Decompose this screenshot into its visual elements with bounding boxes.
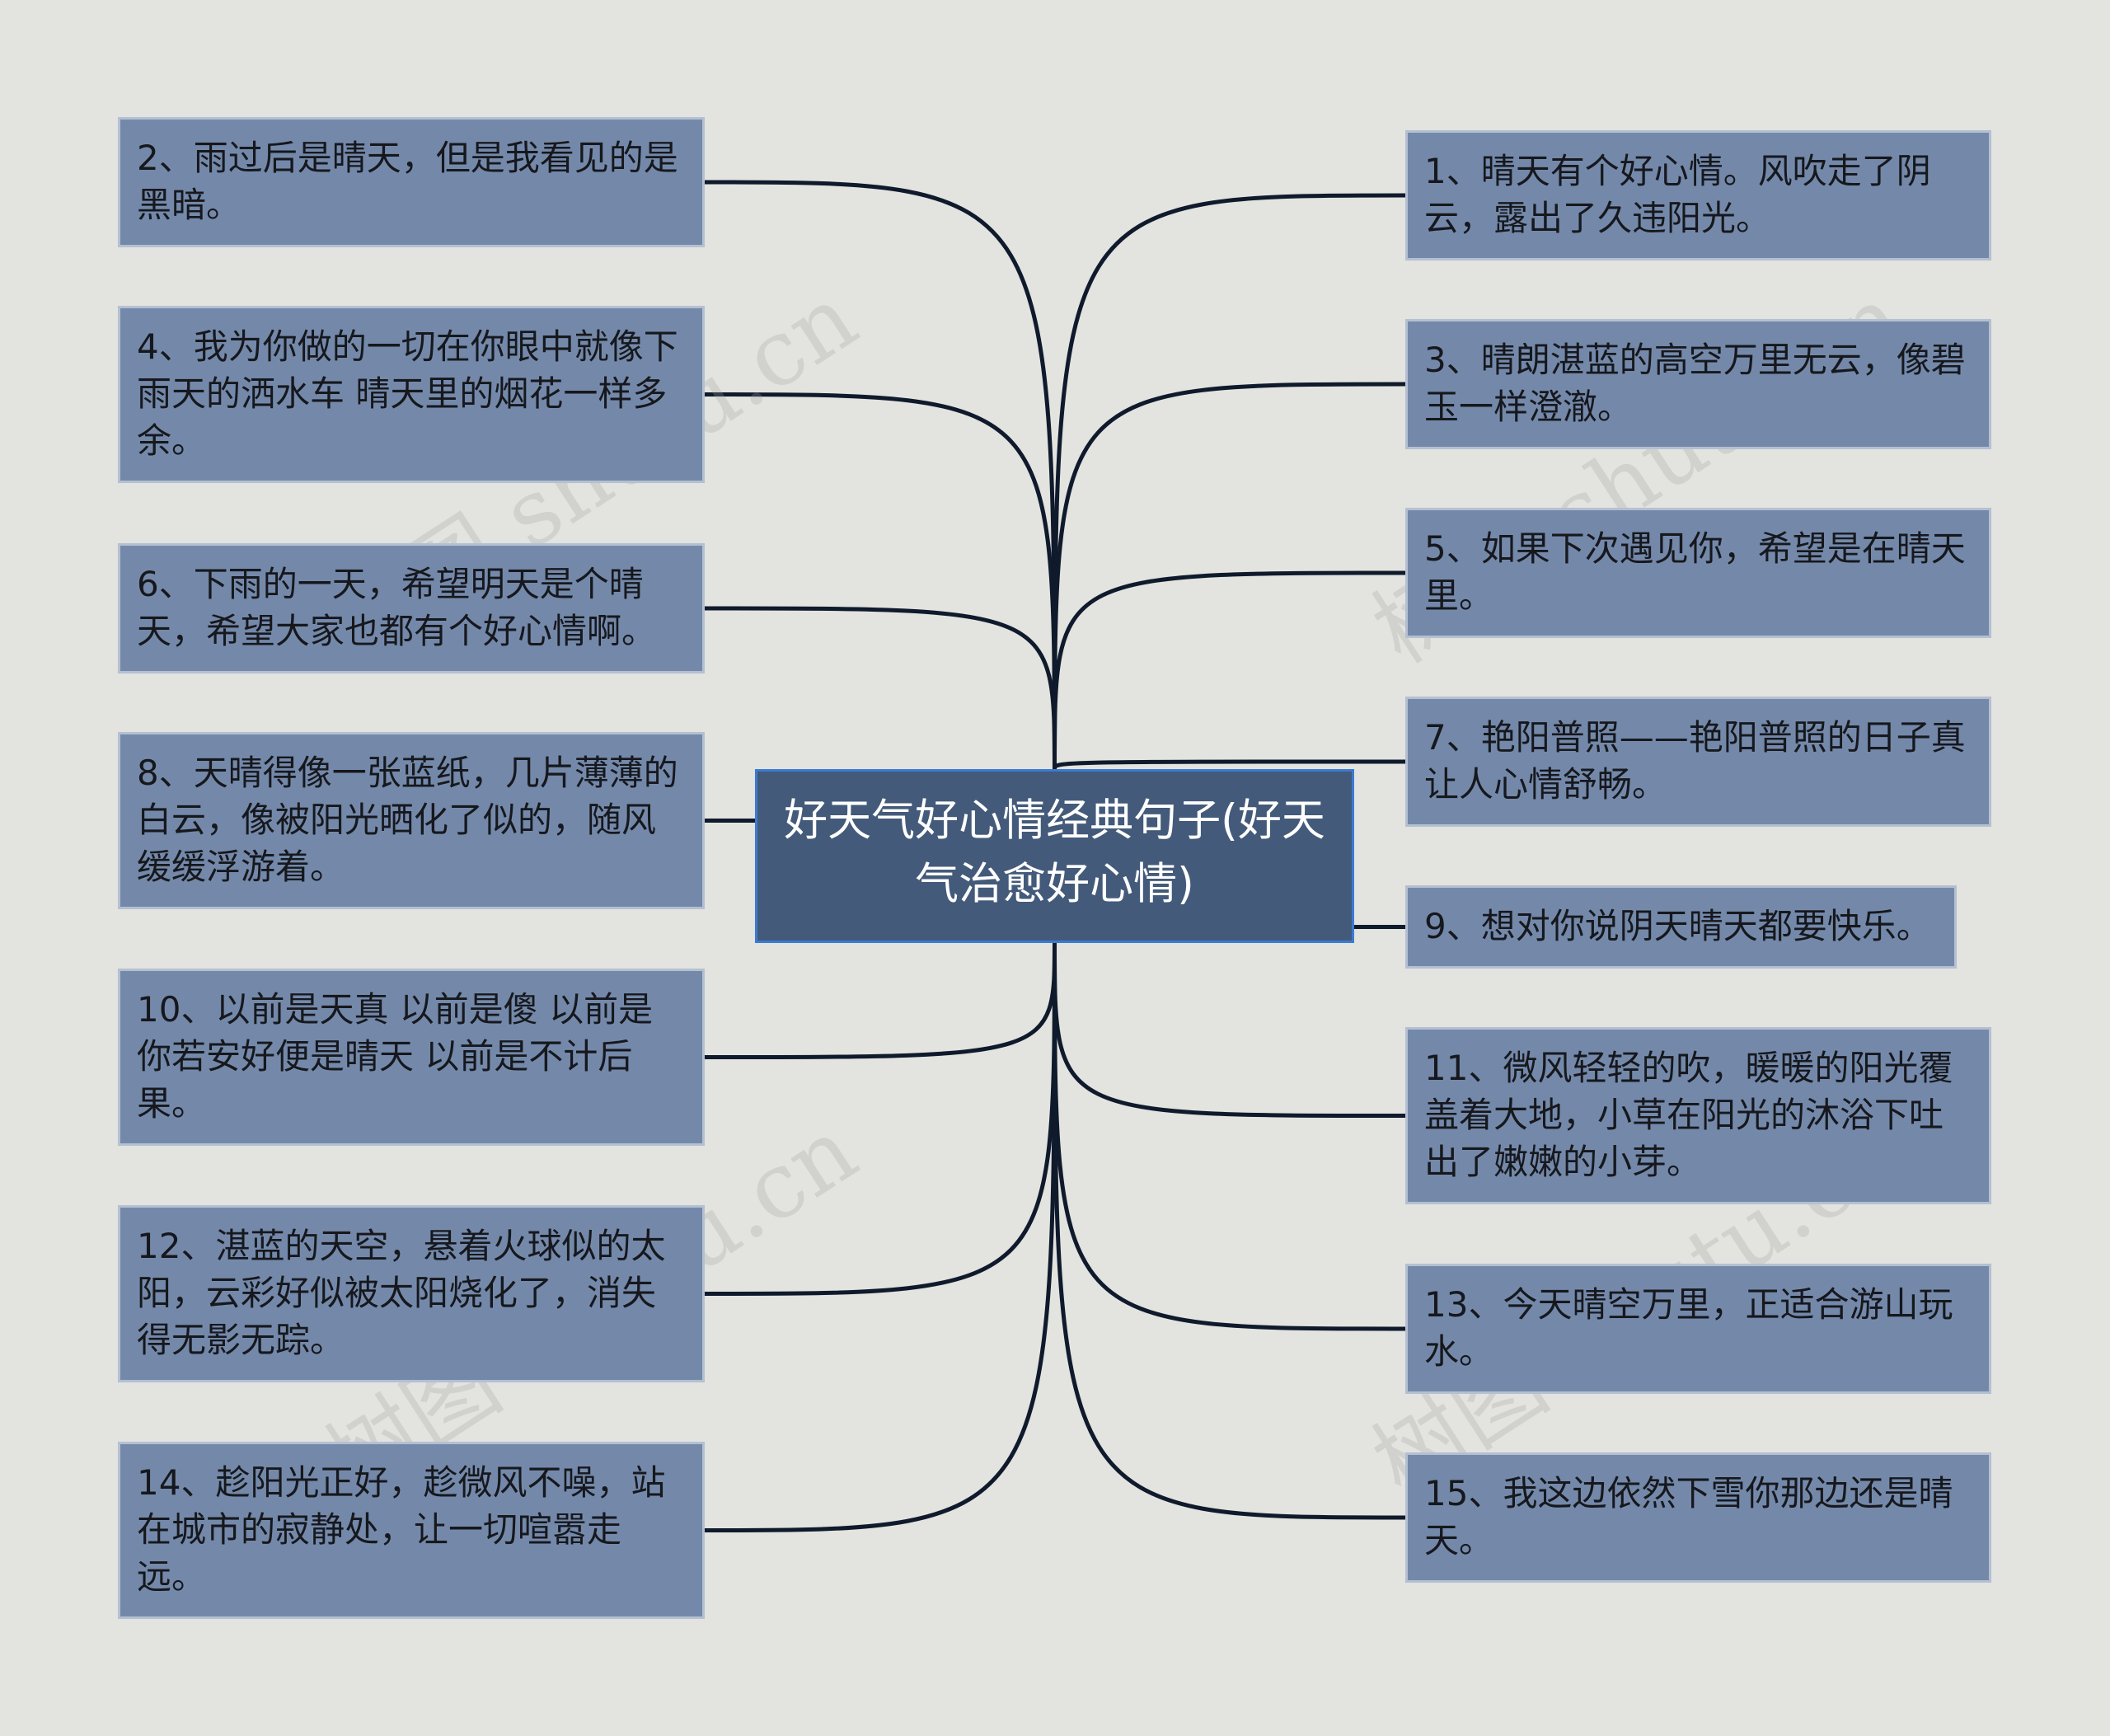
- connector-line: [1053, 759, 1406, 770]
- topic-node-1[interactable]: 1、晴天有个好心情。风吹走了阴云，露出了久违阳光。: [1405, 130, 1991, 260]
- topic-node-14[interactable]: 14、趁阳光正好，趁微风不噪，站在城市的寂静处，让一切喧嚣走远。: [118, 1442, 705, 1619]
- topic-node-6[interactable]: 6、下雨的一天，希望明天是个晴天，希望大家也都有个好心情啊。: [118, 543, 705, 673]
- connector-line: [704, 180, 1057, 770]
- connector-line: [704, 942, 1057, 1532]
- connector-line: [704, 392, 1057, 770]
- connector-line: [704, 942, 1057, 1296]
- topic-node-15[interactable]: 15、我这边依然下雪你那边还是晴天。: [1405, 1452, 1991, 1583]
- topic-node-12[interactable]: 12、湛蓝的天空，悬着火球似的太阳，云彩好似被太阳烧化了，消失得无影无踪。: [118, 1205, 705, 1382]
- topic-node-8[interactable]: 8、天晴得像一张蓝纸，几片薄薄的白云，像被阳光晒化了似的，随风缓缓浮游着。: [118, 732, 705, 909]
- connector-line: [1053, 570, 1406, 770]
- topic-node-5[interactable]: 5、如果下次遇见你，希望是在晴天里。: [1405, 508, 1991, 638]
- topic-node-13[interactable]: 13、今天晴空万里，正适合游山玩水。: [1405, 1264, 1991, 1394]
- connector-line: [1053, 942, 1406, 1118]
- topic-node-11[interactable]: 11、微风轻轻的吹，暖暖的阳光覆盖着大地，小草在阳光的沐浴下吐出了嫩嫩的小芽。: [1405, 1027, 1991, 1204]
- connector-line: [704, 942, 1057, 1059]
- topic-node-7[interactable]: 7、艳阳普照——艳阳普照的日子真让人心情舒畅。: [1405, 697, 1991, 827]
- connector-line: [1053, 942, 1406, 1331]
- connector-line: [1053, 382, 1406, 770]
- connector-line: [1053, 193, 1406, 770]
- connector-line: [704, 606, 1057, 770]
- central-topic[interactable]: 好天气好心情经典句子(好天气治愈好心情): [755, 769, 1354, 943]
- connector-line: [1053, 942, 1406, 1520]
- topic-node-4[interactable]: 4、我为你做的一切在你眼中就像下雨天的洒水车 晴天里的烟花一样多余。: [118, 306, 705, 483]
- topic-node-10[interactable]: 10、以前是天真 以前是傻 以前是你若安好便是晴天 以前是不计后果。: [118, 969, 705, 1146]
- topic-node-9[interactable]: 9、想对你说阴天晴天都要快乐。: [1405, 885, 1957, 969]
- topic-node-3[interactable]: 3、晴朗湛蓝的高空万里无云，像碧玉一样澄澈。: [1405, 319, 1991, 449]
- topic-node-2[interactable]: 2、雨过后是晴天，但是我看见的是黑暗。: [118, 117, 705, 247]
